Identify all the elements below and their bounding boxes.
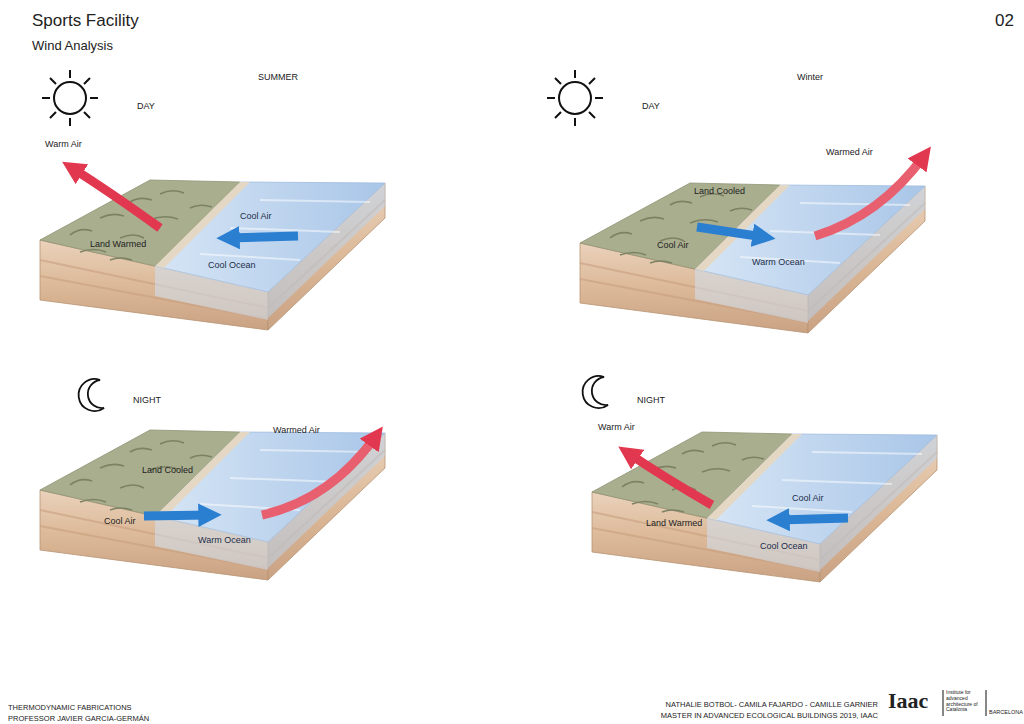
page-title: Sports Facility bbox=[32, 11, 139, 31]
logo-text-box: Iaac bbox=[888, 688, 928, 713]
air-label-box: Warm Air bbox=[45, 133, 82, 151]
footer-text-box: THERMODYNAMIC FABRICATIONS bbox=[8, 696, 132, 714]
air-label: Cool Air bbox=[240, 211, 272, 221]
logo-subtext-box: Institute for advanced architecture of C… bbox=[946, 690, 984, 715]
air-label-box: Cool Air bbox=[240, 205, 272, 223]
page-title-box: Sports Facility bbox=[32, 11, 139, 31]
subtitle-box: Wind Analysis bbox=[32, 36, 113, 54]
logo-city-box: BARCELONA bbox=[989, 700, 1023, 718]
land-label-box: Land Cooled bbox=[142, 459, 193, 477]
air-label: Warm Air bbox=[598, 422, 635, 432]
time-label-box: NIGHT bbox=[133, 389, 161, 407]
subtitle: Wind Analysis bbox=[32, 39, 113, 54]
logo-text: Iaac bbox=[888, 688, 928, 713]
footer-text-box: MASTER IN ADVANCED ECOLOGICAL BUILDINGS … bbox=[661, 704, 878, 722]
footer-text: PROFESSOR JAVIER GARCIA-GERMÁN bbox=[8, 715, 149, 724]
ocean-label-box: Cool Ocean bbox=[208, 254, 256, 272]
ocean-label: Warm Ocean bbox=[198, 535, 251, 545]
season-label: SUMMER bbox=[258, 72, 298, 82]
land-label: Land Cooled bbox=[694, 186, 745, 196]
footer-text: THERMODYNAMIC FABRICATIONS bbox=[8, 704, 132, 713]
air-label: Warm Air bbox=[45, 139, 82, 149]
air-label-box: Warm Air bbox=[598, 416, 635, 434]
season-label-box: Winter bbox=[797, 66, 823, 84]
footer-text-box: PROFESSOR JAVIER GARCIA-GERMÁN bbox=[8, 707, 149, 724]
ocean-label: Cool Ocean bbox=[760, 541, 808, 551]
logo-subtext: Institute for advanced architecture of C… bbox=[946, 690, 984, 713]
ocean-label-box: Cool Ocean bbox=[760, 535, 808, 553]
land-label: Land Cooled bbox=[142, 465, 193, 475]
air-label: Cool Air bbox=[792, 493, 824, 503]
footer-text: NATHALIE BOTBOL- CAMILA FAJARDO - CAMILL… bbox=[666, 701, 878, 710]
air-label-box: Cool Air bbox=[657, 234, 689, 252]
season-label-box: SUMMER bbox=[258, 66, 298, 84]
season-label: Winter bbox=[797, 72, 823, 82]
ocean-label: Warm Ocean bbox=[752, 257, 805, 267]
logo-city: BARCELONA bbox=[989, 709, 1023, 715]
air-label-box: Cool Air bbox=[792, 487, 824, 505]
time-label-box: DAY bbox=[642, 95, 660, 113]
ocean-label: Cool Ocean bbox=[208, 260, 256, 270]
ocean-label-box: Warm Ocean bbox=[198, 529, 251, 547]
page-number-box: 02 bbox=[995, 11, 1014, 31]
page-number: 02 bbox=[995, 11, 1014, 31]
air-label-box: Cool Air bbox=[104, 510, 136, 528]
air-label-box: Warmed Air bbox=[826, 141, 873, 159]
air-label: Warmed Air bbox=[273, 425, 320, 435]
land-label-box: Land Cooled bbox=[694, 180, 745, 198]
land-label-box: Land Warmed bbox=[90, 233, 146, 251]
time-label: NIGHT bbox=[133, 395, 161, 405]
ocean-label-box: Warm Ocean bbox=[752, 251, 805, 269]
time-label: DAY bbox=[137, 101, 155, 111]
air-label: Cool Air bbox=[104, 516, 136, 526]
time-label-box: NIGHT bbox=[637, 389, 665, 407]
land-label-box: Land Warmed bbox=[646, 512, 702, 530]
air-label-box: Warmed Air bbox=[273, 419, 320, 437]
land-label: Land Warmed bbox=[646, 518, 702, 528]
air-label: Cool Air bbox=[657, 240, 689, 250]
time-label: DAY bbox=[642, 101, 660, 111]
time-label-box: DAY bbox=[137, 95, 155, 113]
air-label: Warmed Air bbox=[826, 147, 873, 157]
footer-text-box: NATHALIE BOTBOL- CAMILA FAJARDO - CAMILL… bbox=[666, 693, 878, 711]
footer-text: MASTER IN ADVANCED ECOLOGICAL BUILDINGS … bbox=[661, 712, 878, 721]
land-label: Land Warmed bbox=[90, 239, 146, 249]
time-label: NIGHT bbox=[637, 395, 665, 405]
